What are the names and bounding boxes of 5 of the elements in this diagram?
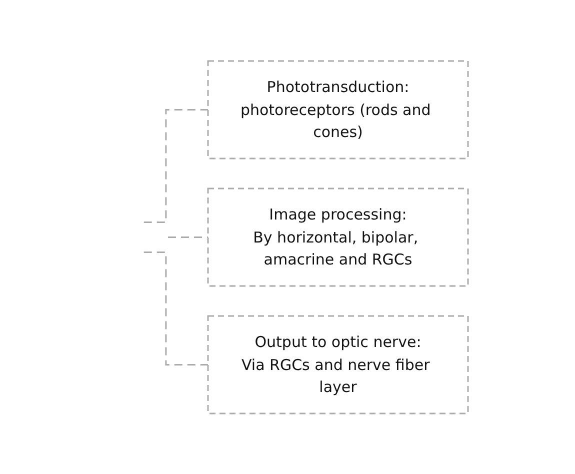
node-box: Output to optic nerve: Via RGCs and nerve fiber layer (206, 315, 468, 414)
node-box: Image processing: By horizontal, bipolar, amacrine and RGCs (206, 188, 468, 286)
connector (143, 108, 208, 223)
node-box: Phototransduction: photoreceptors (rods and cones) (206, 60, 468, 159)
connector (143, 251, 208, 366)
